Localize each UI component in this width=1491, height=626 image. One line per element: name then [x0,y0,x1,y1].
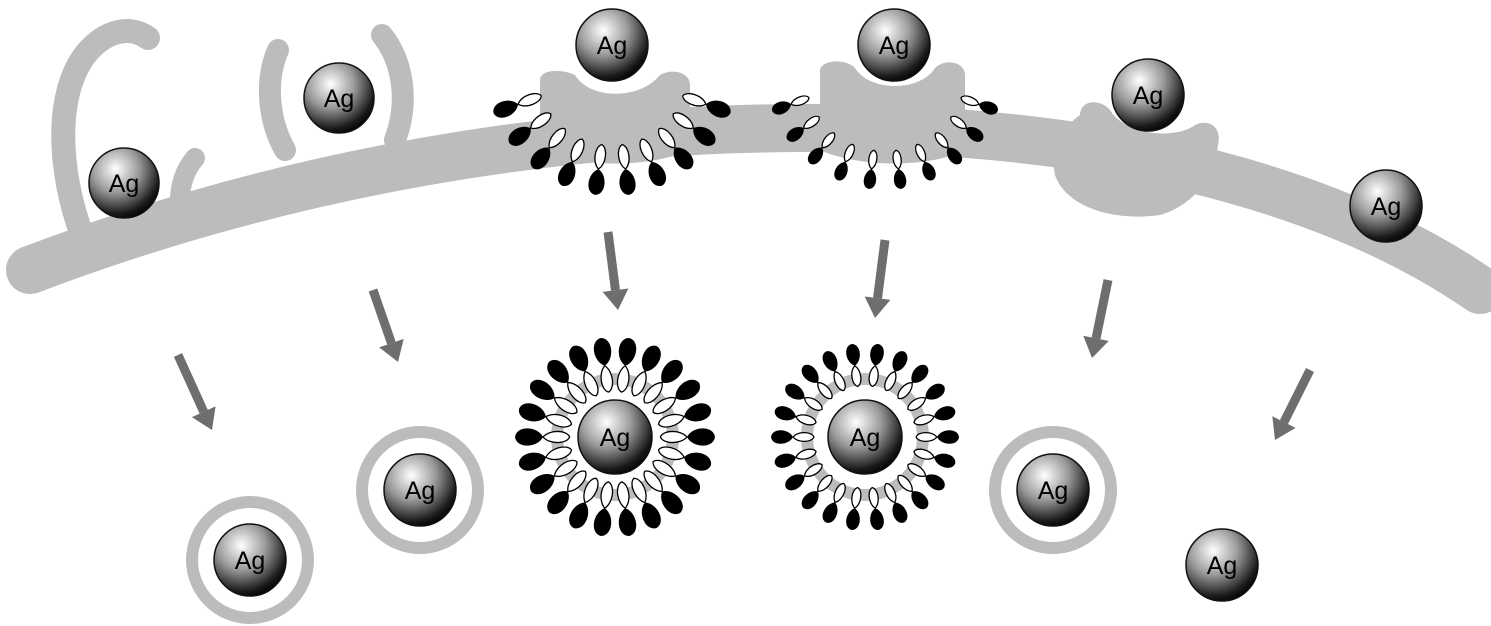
ag-particle-inside-4: Ag [828,400,902,474]
svg-text:Ag: Ag [109,170,140,198]
arrow-pathway-3 [603,232,629,310]
svg-text:Ag: Ag [1038,477,1069,505]
clathrin-pit-lipid-1 [491,88,544,120]
svg-text:Ag: Ag [600,424,631,452]
svg-text:Ag: Ag [1371,193,1402,221]
ag-particle-surface-4: Ag [858,9,930,81]
arrow-pathway-1 [178,355,216,430]
ag-particle-surface-2: Ag [304,63,374,133]
svg-text:Ag: Ag [597,32,628,60]
caveolin-vesicle-lipid-12 [771,430,814,444]
membrane-band [30,128,1480,290]
arrow-pathway-4 [865,240,891,318]
svg-text:Ag: Ag [324,85,355,113]
svg-text:Ag: Ag [405,477,436,505]
cell-membrane [30,31,1480,290]
ag-particle-inside-3: Ag [578,400,652,474]
internalization-arrows [178,232,1310,440]
ag-particle-inside-5: Ag [1017,454,1089,526]
svg-text:Ag: Ag [879,32,910,60]
ag-particle-surface-1: Ag [89,148,159,218]
ag-particle-inside-1: Ag [214,524,286,596]
svg-text:Ag: Ag [1207,552,1238,580]
ag-particle-inside-6: Ag [1186,529,1258,601]
internalized-particles: Ag Ag Ag Ag Ag Ag [214,400,1258,601]
caveolin-vesicle-lipid-1 [916,430,959,444]
arrow-pathway-6 [1272,370,1310,440]
svg-text:Ag: Ag [235,547,266,575]
svg-text:Ag: Ag [1133,82,1164,110]
ag-particle-surface-6: Ag [1350,170,1422,242]
clathrin-pit [540,71,690,164]
arrow-pathway-2 [373,290,404,362]
ag-particle-inside-2: Ag [384,454,456,526]
ag-particle-surface-3: Ag [576,9,648,81]
arrow-pathway-5 [1083,280,1108,358]
svg-text:Ag: Ag [850,424,881,452]
ag-particle-surface-5: Ag [1112,59,1184,131]
vesicle-membranes [192,379,1111,618]
